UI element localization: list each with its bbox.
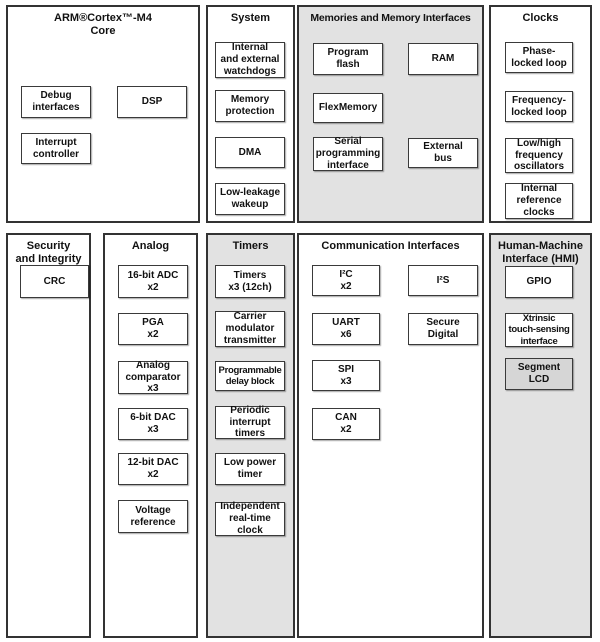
panel-arm-core: ARM®Cortex™-M4 Core Debug interfaces DSP… (6, 5, 200, 223)
block-internal-reference-clocks: Internal reference clocks (505, 183, 573, 219)
block-gpio: GPIO (505, 266, 573, 298)
block-analog-comparator: Analog comparator x3 (118, 360, 188, 394)
block-segment-lcd: Segment LCD (505, 358, 573, 390)
block-flexmemory: FlexMemory (313, 93, 383, 123)
panel-system: System Internal and external watchdogs M… (206, 5, 295, 223)
block-can: CAN x2 (312, 408, 380, 440)
block-i2s: I²S (408, 265, 478, 296)
block-programmable-delay-block: Programmable delay block (215, 361, 285, 391)
block-timers: Timers x3 (12ch) (215, 265, 285, 298)
block-program-flash: Program flash (313, 43, 383, 75)
panel-title-clocks: Clocks (522, 12, 559, 24)
block-voltage-reference: Voltage reference (118, 500, 188, 533)
block-serial-programming-interface: Serial programming interface (313, 136, 383, 171)
block-12bit-dac: 12-bit DAC x2 (118, 453, 188, 485)
block-low-power-timer: Low power timer (215, 453, 285, 485)
block-crc: CRC (20, 265, 89, 298)
panel-title-hmi: Human-Machine Interface (HMI) (498, 240, 583, 266)
block-16bit-adc: 16-bit ADC x2 (118, 265, 188, 298)
block-low-leakage-wakeup: Low-leakage wakeup (215, 183, 285, 215)
block-watchdogs: Internal and external watchdogs (215, 42, 285, 78)
block-xtrinsic-touch-sensing: Xtrinsic touch-sensing interface (505, 313, 573, 347)
panel-title-timers: Timers (232, 240, 269, 252)
block-pga: PGA x2 (118, 313, 188, 345)
panel-security: Security and Integrity CRC (6, 233, 91, 638)
block-ram: RAM (408, 43, 478, 75)
block-interrupt-controller: Interrupt controller (21, 133, 91, 164)
panel-analog: Analog 16-bit ADC x2 PGA x2 Analog compa… (103, 233, 198, 638)
block-memory-protection: Memory protection (215, 90, 285, 122)
block-dma: DMA (215, 137, 285, 168)
panel-title-memories: Memories and Memory Interfaces (310, 12, 471, 24)
block-i2c: I²C x2 (312, 265, 380, 296)
panel-memories: Memories and Memory Interfaces Program f… (297, 5, 484, 223)
block-dsp: DSP (117, 86, 187, 118)
block-independent-rtc: Independent real-time clock (215, 501, 285, 536)
panel-title-security: Security and Integrity (15, 240, 82, 266)
block-secure-digital: Secure Digital (408, 313, 478, 345)
block-periodic-interrupt-timers: Periodic interrupt timers (215, 405, 285, 439)
panel-timers: Timers Timers x3 (12ch) Carrier modulato… (206, 233, 295, 638)
block-debug-interfaces: Debug interfaces (21, 86, 91, 118)
panel-title-analog: Analog (131, 240, 170, 252)
panel-clocks: Clocks Phase- locked loop Frequency- loc… (489, 5, 592, 223)
block-spi: SPI x3 (312, 360, 380, 391)
block-phase-locked-loop: Phase- locked loop (505, 42, 573, 73)
block-oscillators: Low/high frequency oscillators (505, 138, 573, 173)
block-uart: UART x6 (312, 313, 380, 345)
block-6bit-dac: 6-bit DAC x3 (118, 408, 188, 440)
panel-hmi: Human-Machine Interface (HMI) GPIO Xtrin… (489, 233, 592, 638)
block-frequency-locked-loop: Frequency- locked loop (505, 91, 573, 122)
block-external-bus: External bus (408, 138, 478, 168)
panel-title-communication: Communication Interfaces (321, 240, 460, 252)
panel-title-arm-core: ARM®Cortex™-M4 Core (54, 12, 152, 38)
panel-title-system: System (230, 12, 271, 24)
block-carrier-modulator-transmitter: Carrier modulator transmitter (215, 311, 285, 347)
panel-communication: Communication Interfaces I²C x2 I²S UART… (297, 233, 484, 638)
